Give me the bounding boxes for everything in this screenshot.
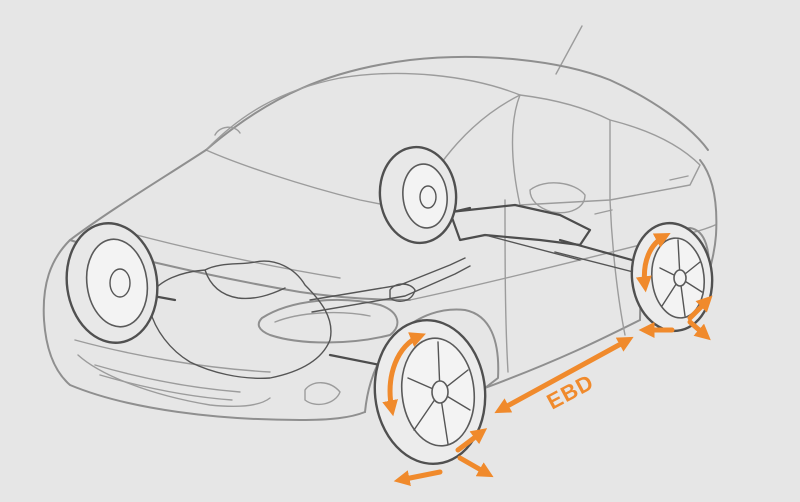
brake-valve xyxy=(389,283,416,302)
windshield xyxy=(205,72,521,211)
grille-bar-1 xyxy=(94,364,241,393)
force-arrow-right-front xyxy=(457,455,494,478)
force-arrow-up-front xyxy=(455,428,488,453)
grille-lower xyxy=(77,354,271,407)
headlight xyxy=(257,298,399,344)
brake-line-front-2 xyxy=(311,265,471,313)
force-arrow-right-rear xyxy=(687,319,711,341)
rear-axle-2 xyxy=(554,251,646,276)
rotation-arrow-icon xyxy=(382,332,426,417)
wheel-front-right xyxy=(373,318,487,466)
side-window-rear xyxy=(609,119,701,201)
rear-subframe xyxy=(448,203,592,247)
wheel-rear-left xyxy=(378,145,458,245)
door-handle-rear xyxy=(669,175,689,181)
force-arrow-up-rear xyxy=(687,295,713,321)
rotation-arrow-icon xyxy=(635,232,671,293)
roof-outline xyxy=(205,55,709,151)
drivetrain xyxy=(118,203,652,380)
door-line-front xyxy=(504,199,509,373)
engine-detail xyxy=(204,269,286,300)
engine-block xyxy=(149,260,332,380)
wheel-front-left xyxy=(65,222,159,344)
grille-bar-2 xyxy=(99,374,233,401)
force-arrow-left-front xyxy=(393,469,443,486)
grille-upper xyxy=(74,339,271,373)
side-window-front xyxy=(511,94,611,206)
foglamp xyxy=(304,382,341,406)
rear-beam xyxy=(484,234,581,261)
ebd-distribution-arrow xyxy=(494,336,634,414)
door-line-rear xyxy=(609,199,626,336)
ebd-label: EBD xyxy=(543,369,598,414)
side-mirror xyxy=(529,182,586,214)
front-bumper xyxy=(42,239,366,421)
brake-line-front xyxy=(309,257,466,301)
door-handle-front xyxy=(594,209,613,215)
headlight-inner xyxy=(274,311,371,323)
passenger-mirror xyxy=(214,126,241,136)
